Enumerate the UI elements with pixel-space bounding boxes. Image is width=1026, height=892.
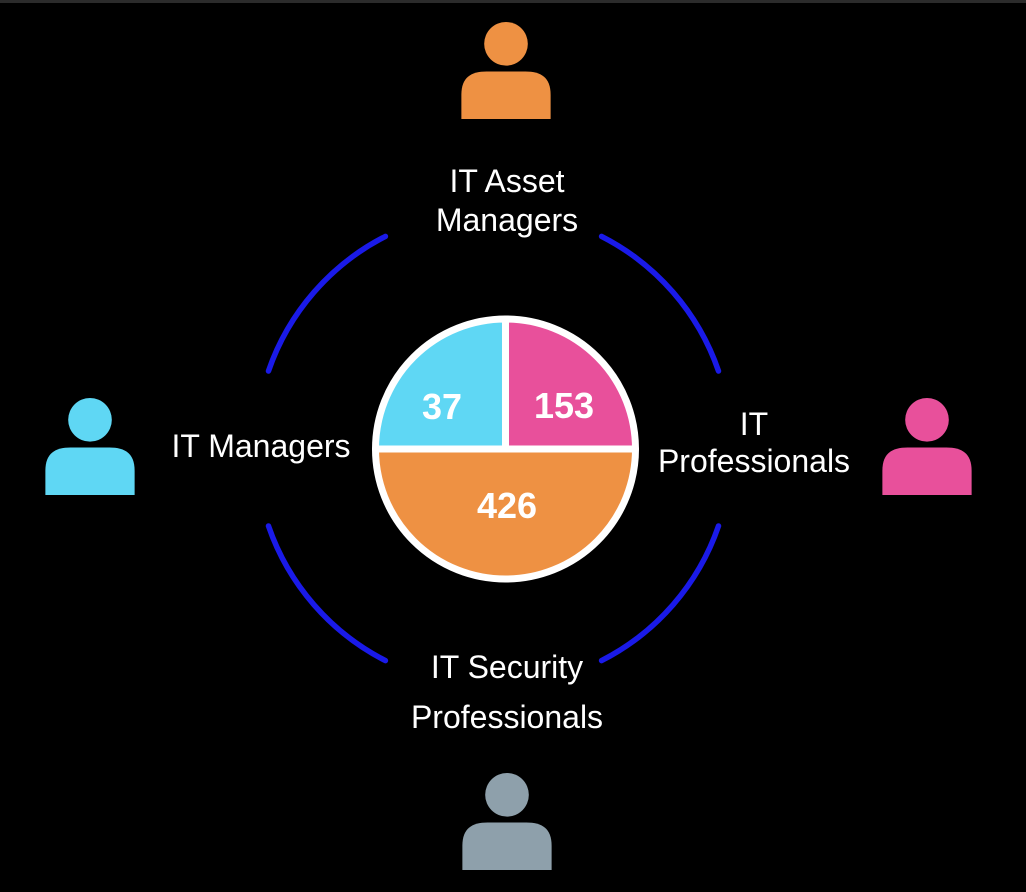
label-line: IT Security — [430, 649, 584, 685]
group-label-it-asset-managers: IT Asset Managers — [436, 162, 578, 240]
person-icon-it-asset-managers — [461, 22, 551, 119]
person-icon-it-security-professionals — [462, 773, 552, 870]
ring-arc-bottom-left — [265, 523, 389, 664]
label-line: IT Managers — [171, 428, 351, 464]
label-line: IT Asset — [449, 163, 565, 199]
ring-arcs — [265, 233, 722, 664]
pie-slice-top-right — [502, 315, 639, 453]
ring-arc-bottom-right — [598, 523, 722, 664]
person-icon-it-managers — [45, 398, 135, 495]
pie-slices — [372, 315, 639, 583]
group-label-it-security-professionals: IT Security Professionals — [411, 642, 603, 742]
label-line: Managers — [435, 202, 579, 238]
window-edge-strip — [0, 0, 1026, 3]
group-label-it-managers: IT Managers — [171, 428, 350, 464]
pie-slice-bottom-half — [372, 445, 639, 583]
ring-arc-top-left — [265, 233, 389, 374]
pie-value-label: 426 — [477, 485, 537, 526]
pie-value-label: 153 — [534, 385, 594, 426]
label-line: Professionals — [410, 699, 604, 735]
pie-value-label: 37 — [422, 386, 462, 427]
person-icon-it-professionals — [882, 398, 972, 495]
label-line: IT — [739, 406, 769, 442]
pie-slice-top-left — [372, 315, 509, 453]
ring-arc-top-right — [598, 233, 722, 374]
group-label-it-professionals: IT Professionals — [658, 406, 850, 480]
label-line: Professionals — [657, 443, 851, 479]
